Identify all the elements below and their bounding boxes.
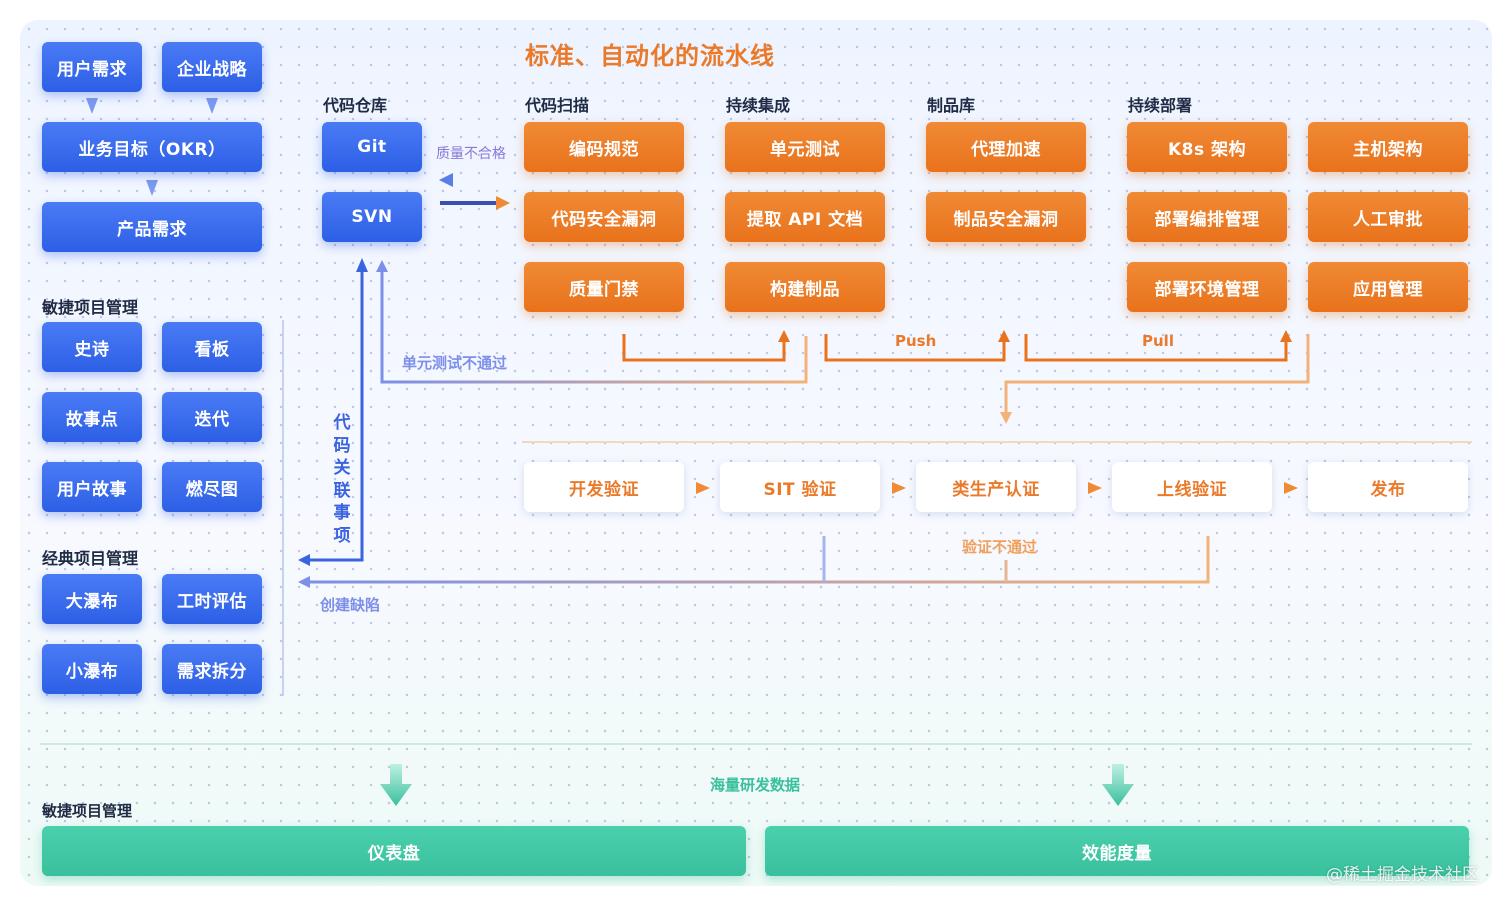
small-waterfall-box[interactable]: 小瀑布 [42, 644, 142, 694]
release-verify-box[interactable]: 上线验证 [1112, 462, 1272, 512]
code-security-box[interactable]: 代码安全漏洞 [524, 192, 684, 242]
product-demand-box[interactable]: 产品需求 [42, 202, 262, 252]
manual-approval-box[interactable]: 人工审批 [1308, 192, 1468, 242]
artifact-heading: 制品库 [927, 96, 976, 115]
chevron-right-icon [1088, 482, 1102, 494]
host-arch-box[interactable]: 主机架构 [1308, 122, 1468, 172]
requirement-split-box[interactable]: 需求拆分 [162, 644, 262, 694]
arrow-down-icon [86, 98, 98, 114]
build-artifact-box[interactable]: 构建制品 [725, 262, 885, 312]
enterprise-strategy-box[interactable]: 企业战略 [162, 42, 262, 92]
effort-estimate-box[interactable]: 工时评估 [162, 574, 262, 624]
api-doc-box[interactable]: 提取 API 文档 [725, 192, 885, 242]
arrow-down-icon [380, 764, 412, 806]
verify-fail-label: 验证不通过 [962, 538, 1038, 556]
create-defect-label: 创建缺陷 [320, 596, 381, 614]
user-demand-box[interactable]: 用户需求 [42, 42, 142, 92]
quality-fail-label: 质量不合格 [436, 146, 506, 162]
arrow-down-icon [146, 180, 158, 196]
kanban-box[interactable]: 看板 [162, 322, 262, 372]
arrow-down-icon [1102, 764, 1134, 806]
chevron-right-icon [892, 482, 906, 494]
proxy-accel-box[interactable]: 代理加速 [926, 122, 1086, 172]
story-point-box[interactable]: 故事点 [42, 392, 142, 442]
pipeline-diagram: 标准、自动化的流水线 用户需求 企业战略 业务目标（OKR） 产品需求 敏捷项目… [20, 20, 1492, 886]
svn-box[interactable]: SVN [322, 192, 422, 242]
repo-heading: 代码仓库 [323, 96, 388, 115]
connector-lines [40, 98, 1472, 806]
arrow-down-icon [206, 98, 218, 114]
code-scan-heading: 代码扫描 [525, 96, 590, 115]
unit-test-box[interactable]: 单元测试 [725, 122, 885, 172]
k8s-box[interactable]: K8s 架构 [1127, 122, 1287, 172]
unit-test-fail-label: 单元测试不通过 [402, 354, 508, 372]
sit-verify-box[interactable]: SIT 验证 [720, 462, 880, 512]
dashboard-box[interactable]: 仪表盘 [42, 826, 746, 876]
user-story-box[interactable]: 用户故事 [42, 462, 142, 512]
deploy-env-box[interactable]: 部署环境管理 [1127, 262, 1287, 312]
publish-box[interactable]: 发布 [1308, 462, 1468, 512]
page-title: 标准、自动化的流水线 [525, 42, 775, 70]
quality-gate-box[interactable]: 质量门禁 [524, 262, 684, 312]
chevron-right-icon [696, 482, 710, 494]
big-waterfall-box[interactable]: 大瀑布 [42, 574, 142, 624]
coding-standard-box[interactable]: 编码规范 [524, 122, 684, 172]
watermark: @稀土掘金技术社区 [1326, 865, 1479, 885]
data-label: 海量研发数据 [710, 776, 801, 794]
epic-box[interactable]: 史诗 [42, 322, 142, 372]
pull-label: Pull [1142, 332, 1174, 350]
chevron-right-icon [1284, 482, 1298, 494]
iteration-box[interactable]: 迭代 [162, 392, 262, 442]
push-label: Push [895, 332, 937, 350]
agile-pm-heading: 敏捷项目管理 [42, 298, 139, 317]
cd-heading: 持续部署 [1128, 96, 1193, 115]
artifact-security-box[interactable]: 制品安全漏洞 [926, 192, 1086, 242]
ci-heading: 持续集成 [726, 96, 791, 115]
deploy-orchestration-box[interactable]: 部署编排管理 [1127, 192, 1287, 242]
app-management-box[interactable]: 应用管理 [1308, 262, 1468, 312]
burndown-box[interactable]: 燃尽图 [162, 462, 262, 512]
business-goal-box[interactable]: 业务目标（OKR） [42, 122, 262, 172]
bottom-heading: 敏捷项目管理 [42, 802, 133, 820]
code-link-items-label: 代码关联事项 [333, 413, 351, 546]
dev-verify-box[interactable]: 开发验证 [524, 462, 684, 512]
classic-pm-heading: 经典项目管理 [42, 549, 139, 568]
preprod-cert-box[interactable]: 类生产认证 [916, 462, 1076, 512]
efficiency-box[interactable]: 效能度量 [765, 826, 1469, 876]
git-box[interactable]: Git [322, 122, 422, 172]
